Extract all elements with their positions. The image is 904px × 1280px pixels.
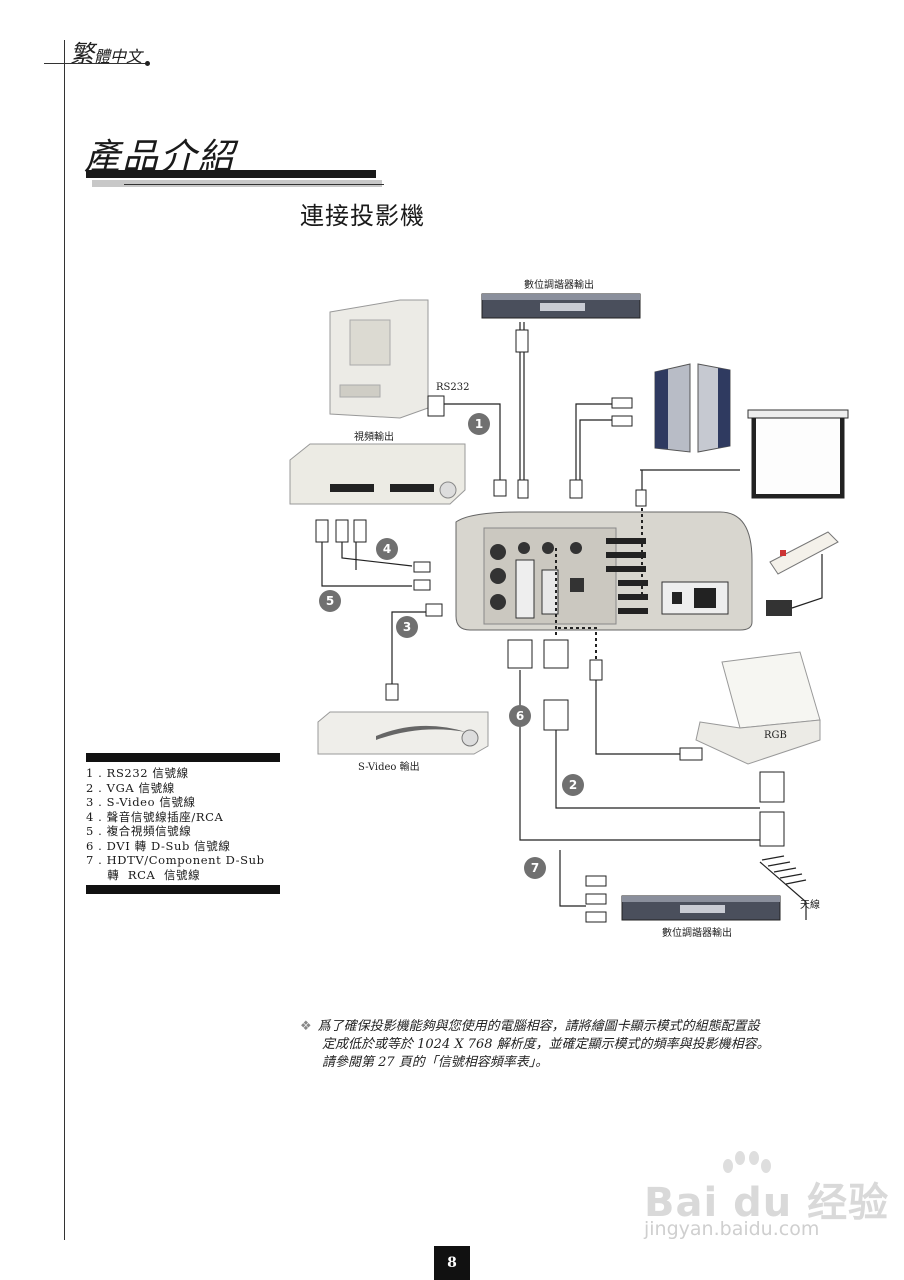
legend-item: 7 . HDTV/Component D-Sub — [86, 853, 265, 867]
language-underline — [44, 63, 148, 64]
cable-badge: 4 — [376, 538, 398, 560]
digital-tuner-top — [481, 293, 641, 319]
legend-item: 3 . S-Video 信號線 — [86, 795, 196, 809]
cable-badge: 5 — [319, 590, 341, 612]
label-svideo-output: S-Video 輸出 — [358, 762, 420, 773]
label-digital-tuner-output-top: 數位調諧器輸出 — [524, 280, 594, 291]
power-strip — [766, 531, 839, 616]
note-line-3: 請參閱第 27 頁的「信號相容頻率表」。 — [322, 1055, 549, 1070]
label-video-output: 視頻輸出 — [354, 432, 394, 443]
note-line-1: 爲了確保投影機能夠與您使用的電腦相容，請將繪圖卡顯示模式的組態配置設 — [317, 1019, 760, 1034]
paw-logo-icon — [718, 1148, 776, 1182]
notebook — [695, 651, 821, 765]
legend-bottom-bar — [86, 885, 280, 894]
speakers — [654, 363, 731, 453]
legend-item: 2 . VGA 信號線 — [86, 780, 175, 795]
cable-badge: 1 — [468, 413, 490, 435]
language-dot — [145, 61, 150, 66]
connectors — [315, 329, 785, 923]
title-bar-shadow — [92, 180, 382, 187]
page-number: 8 — [434, 1246, 470, 1280]
legend-item: 1 . RS232 信號線 — [86, 766, 189, 780]
label-digital-tuner-output-bottom: 數位調諧器輸出 — [662, 928, 732, 939]
cable-badge: 3 — [396, 616, 418, 638]
note-line-2: 定成低於或等於 1024 X 768 解析度，並確定顯示模式的頻率與投影機相容。 — [322, 1037, 770, 1052]
legend-item: 轉 RCA 信號線 — [86, 867, 201, 882]
watermark-url: jingyan.baidu.com — [644, 1218, 820, 1240]
projection-screen — [747, 409, 849, 499]
compatibility-note: ❖ 爲了確保投影機能夠與您使用的電腦相容，請將繪圖卡顯示模式的組態配置設 定成低於… — [300, 1018, 840, 1072]
legend-item: 5 . 複合視頻信號線 — [86, 824, 192, 838]
vcr — [289, 443, 466, 505]
watermark-logo-text: Bai du 经验 — [644, 1180, 890, 1226]
section-title: 連接投影機 — [300, 202, 425, 230]
margin-rule — [64, 40, 65, 1240]
cable-badge: 7 — [524, 857, 546, 879]
cable-badge: 2 — [562, 774, 584, 796]
cable-badge: 6 — [509, 705, 531, 727]
title-bar — [86, 170, 376, 178]
computer-tower — [329, 299, 429, 419]
legend-item: 6 . DVI 轉 D-Sub 信號線 — [86, 838, 231, 853]
label-rs232: RS232 — [436, 382, 470, 393]
label-rgb: RGB — [764, 730, 787, 741]
legend-top-bar — [86, 753, 280, 762]
label-antenna: 天線 — [800, 900, 820, 911]
dvd-player — [317, 711, 489, 755]
cable-legend: 1 . RS232 信號線 2 . VGA 信號線 3 . S-Video 信號… — [86, 766, 286, 882]
digital-tuner-bottom — [621, 895, 781, 921]
legend-item: 4 . 聲音信號線插座/RCA — [86, 809, 224, 824]
projector — [455, 511, 753, 631]
antenna — [759, 855, 807, 920]
diamond-bullet-icon: ❖ — [300, 1019, 312, 1034]
title-bar-line — [124, 184, 384, 185]
